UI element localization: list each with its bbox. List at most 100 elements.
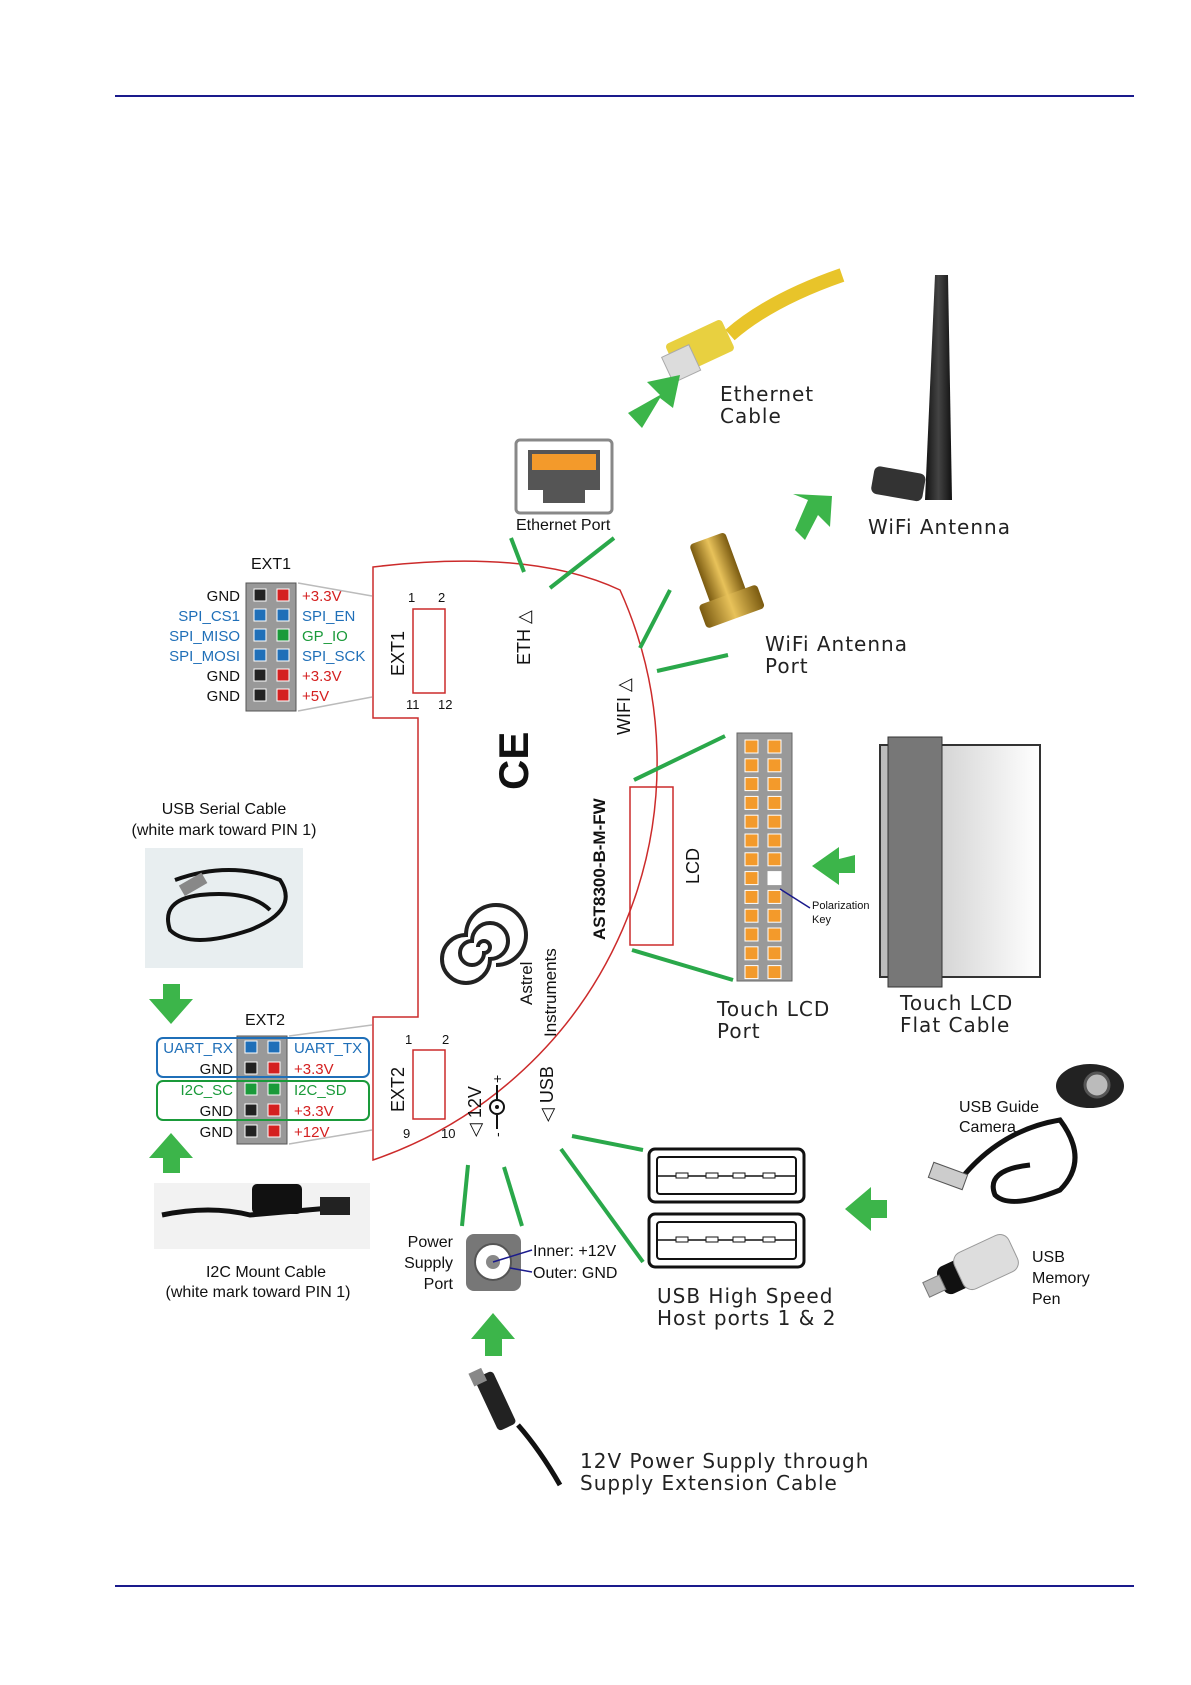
ext1-pins: [253, 588, 290, 702]
ext2-left-5: GND: [200, 1124, 234, 1141]
svg-text:-: -: [489, 1132, 505, 1137]
ext1-right-5: +3.3V: [302, 668, 342, 685]
lcd-pin: [744, 927, 759, 942]
usb-ports-label-2: Host ports 1 & 2: [657, 1306, 836, 1330]
astrel-logo-icon: [440, 903, 528, 985]
lcd-pin: [744, 833, 759, 848]
board-outline: [372, 560, 658, 1162]
ext2-pins: [244, 1040, 281, 1138]
lcd-pin: [767, 795, 782, 810]
polarization-key-pointer: [779, 888, 811, 909]
lcd-pin: [767, 777, 782, 792]
ethernet-cable-image: [660, 268, 845, 384]
flat-cable-label-2: Flat Cable: [900, 1013, 1010, 1037]
ext2-left-4: GND: [200, 1103, 234, 1120]
ethernet-port-label: Ethernet Port: [516, 517, 611, 534]
wifi-antenna-label: WiFi Antenna: [868, 515, 1011, 539]
lcd-pin: [744, 777, 759, 792]
ext2-right-1: UART_TX: [294, 1040, 362, 1057]
ext1-guide-bottom: [297, 696, 373, 712]
model-label: AST8300-B-M-FW: [590, 797, 609, 940]
arrow-up-to-ext2: [149, 1133, 193, 1173]
power-port-label-1: Power: [408, 1234, 454, 1251]
flat-cable-label-1: Touch LCD: [899, 991, 1013, 1015]
lcd-pin: [767, 927, 782, 942]
ext2-guide-bottom: [288, 1129, 373, 1145]
ext1-right-3: GP_IO: [302, 628, 348, 645]
ext2-pin1: 1: [405, 1032, 412, 1047]
usb-board-label: ◁ USB: [537, 1066, 557, 1122]
ext2-left-1: UART_RX: [163, 1040, 233, 1057]
power-jack-icon: [466, 1234, 533, 1291]
eth-board-label: ETH △: [514, 610, 534, 665]
leader-power-1: [460, 1164, 470, 1227]
ext2-left-2: GND: [200, 1061, 234, 1078]
wifi-antenna-port-image: [690, 532, 765, 628]
ext1-title: EXT1: [251, 556, 291, 573]
usb-memory-pen-image: [922, 1234, 1019, 1298]
wifi-port-label-1: WiFi Antenna: [765, 632, 908, 656]
ext2-right-5: +12V: [294, 1124, 329, 1141]
i2c-mount-label-2: (white mark toward PIN 1): [166, 1284, 351, 1301]
lcd-board-header: [629, 786, 674, 946]
lcd-pin: [767, 946, 782, 961]
svg-text:+: +: [489, 1075, 505, 1083]
arrow-to-wifi-port: [793, 494, 832, 540]
ext1-left-4: SPI_MOSI: [169, 648, 240, 665]
lcd-pin: [744, 795, 759, 810]
leader-power-2: [502, 1166, 524, 1227]
lcd-board-label: LCD: [683, 848, 703, 884]
ext2-right-3: I2C_SD: [294, 1082, 347, 1099]
lcd-port-label-1: Touch LCD: [716, 997, 830, 1021]
ext1-right-4: SPI_SCK: [302, 648, 365, 665]
ext2-pin2: 2: [442, 1032, 449, 1047]
lcd-pin: [744, 739, 759, 754]
ext2-board-label: EXT2: [388, 1067, 408, 1112]
power-inner-label: Inner: +12V: [533, 1243, 617, 1260]
leader-eth-2: [548, 536, 616, 590]
ext2-right-4: +3.3V: [294, 1103, 334, 1120]
usb-pen-label-1: USB: [1032, 1249, 1065, 1266]
power-port-label-3: Port: [424, 1276, 454, 1293]
wifi-port-label-2: Port: [765, 654, 809, 678]
wifi-board-label: WIFI △: [614, 678, 634, 735]
ext1-right-6: +5V: [302, 688, 329, 705]
ext2-title: EXT2: [245, 1012, 285, 1029]
usb-serial-cable-image: [145, 848, 303, 968]
ext1-pin11: 11: [406, 697, 420, 712]
lcd-pin: [744, 814, 759, 829]
lcd-pin: [744, 946, 759, 961]
usb-camera-label-1: USB Guide: [959, 1099, 1039, 1116]
lcd-pin: [767, 852, 782, 867]
polarization-key-slot: [767, 871, 782, 886]
lcd-pin: [767, 814, 782, 829]
ext1-guide-top: [297, 582, 373, 597]
lcd-pin: [767, 889, 782, 904]
ext2-left-3: I2C_SC: [180, 1082, 233, 1099]
brand-line2: Instruments: [541, 948, 560, 1037]
leader-lcd-top: [633, 734, 726, 782]
lcd-pin: [744, 871, 759, 886]
touch-lcd-flat-cable-image: [879, 736, 1041, 988]
usb-pen-label-2: Memory: [1032, 1270, 1090, 1287]
arrow-up-to-power-port: [471, 1313, 515, 1356]
ext2-right-2: +3.3V: [294, 1061, 334, 1078]
i2c-mount-label-1: I2C Mount Cable: [206, 1264, 326, 1281]
polarization-key-label-1: Polarization: [812, 900, 869, 912]
ext1-left-5: GND: [207, 668, 241, 685]
arrow-to-usb-ports: [845, 1187, 887, 1231]
usb-port-1-icon: [647, 1147, 806, 1204]
ext1-board-label: EXT1: [388, 631, 408, 676]
ethernet-cable-label-2: Cable: [720, 404, 782, 428]
ext2-i2c-group: [156, 1080, 370, 1121]
ext1-pin2: 2: [438, 590, 445, 605]
lcd-pin: [767, 908, 782, 923]
usb-port-2-icon: [647, 1212, 806, 1269]
leader-lcd-bottom: [631, 948, 734, 982]
ext1-left-2: SPI_CS1: [178, 608, 240, 625]
wifi-antenna-image: [871, 275, 952, 502]
lcd-pin: [744, 965, 759, 980]
ce-mark: CE: [490, 732, 537, 790]
power-supply-plug-image: [468, 1367, 563, 1487]
power-port-label-2: Supply: [404, 1255, 453, 1272]
